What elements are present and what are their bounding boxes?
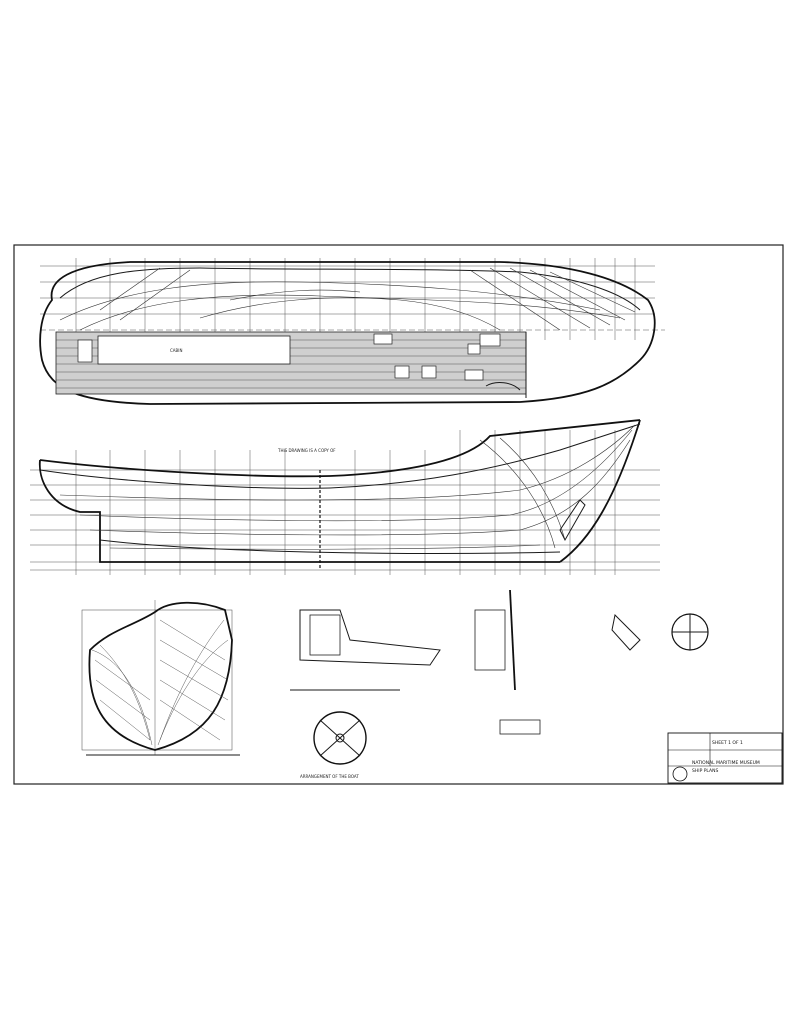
detail-drawings: ARRANGEMENT OF THE BOAT [290, 589, 709, 779]
cabin-trunk [97, 335, 291, 365]
steering-wheel [313, 711, 367, 765]
title-block: NATIONAL MARITIME MUSEUM SHIP PLANS SHEE… [667, 732, 783, 784]
body-plan [81, 600, 240, 756]
title-line-3: SHEET 1 OF 1 [712, 740, 743, 746]
half-breadth-plan: CABIN [39, 258, 665, 405]
sheer-profile: THIS DRAWING IS A COPY OF [30, 419, 660, 575]
seal-logo [672, 766, 688, 782]
title-line-2: SHIP PLANS [692, 768, 718, 774]
sheet-border [13, 244, 784, 785]
profile-note: THIS DRAWING IS A COPY OF [277, 448, 336, 453]
title-line-1: NATIONAL MARITIME MUSEUM [692, 760, 760, 766]
deck-label: CABIN [170, 348, 182, 353]
detail-caption: ARRANGEMENT OF THE BOAT [300, 774, 359, 779]
